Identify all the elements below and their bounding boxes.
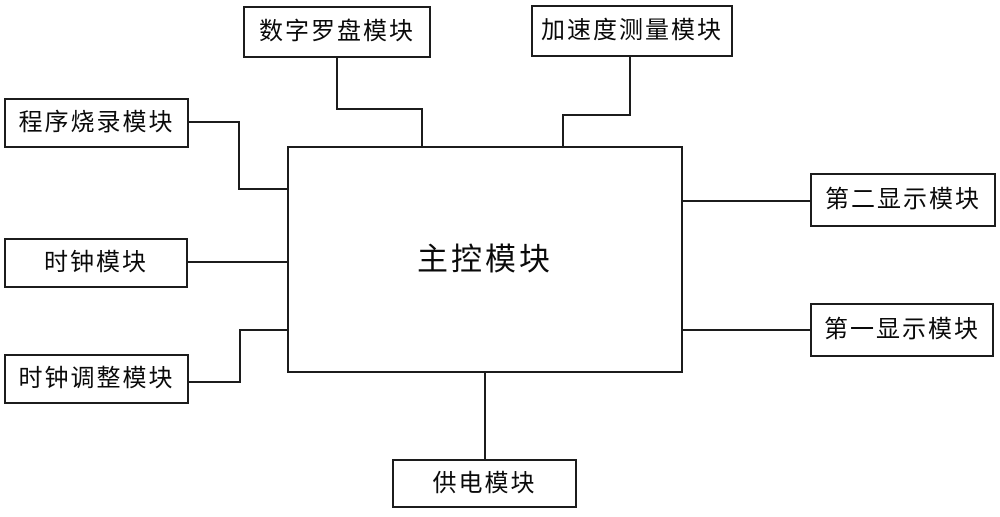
edge-digital-compass-to-main [336, 57, 423, 147]
node-label: 供电模块 [432, 470, 537, 497]
node-program-burning-module: 程序烧录模块 [4, 98, 189, 148]
node-label: 第二显示模块 [825, 187, 981, 213]
node-main-control-module: 主控模块 [287, 146, 683, 373]
edge-program-burn-to-main [188, 121, 288, 190]
node-label: 时钟调整模块 [18, 366, 175, 392]
node-label: 主控模块 [417, 242, 553, 277]
node-label: 时钟模块 [44, 250, 148, 276]
node-second-display-module: 第二显示模块 [810, 173, 996, 227]
edge-acceleration-to-main [562, 56, 631, 147]
node-label: 第一显示模块 [824, 317, 980, 343]
node-clock-module: 时钟模块 [4, 238, 188, 288]
edge-clock-adjust-to-main [188, 329, 288, 383]
node-digital-compass-module: 数字罗盘模块 [243, 6, 431, 58]
node-label: 数字罗盘模块 [259, 19, 415, 45]
node-label: 加速度测量模块 [541, 18, 723, 44]
node-acceleration-measurement-module: 加速度测量模块 [531, 5, 733, 57]
node-label: 程序烧录模块 [18, 110, 175, 136]
node-first-display-module: 第一显示模块 [810, 303, 994, 357]
node-clock-adjustment-module: 时钟调整模块 [4, 354, 189, 404]
node-power-supply-module: 供电模块 [392, 459, 577, 508]
